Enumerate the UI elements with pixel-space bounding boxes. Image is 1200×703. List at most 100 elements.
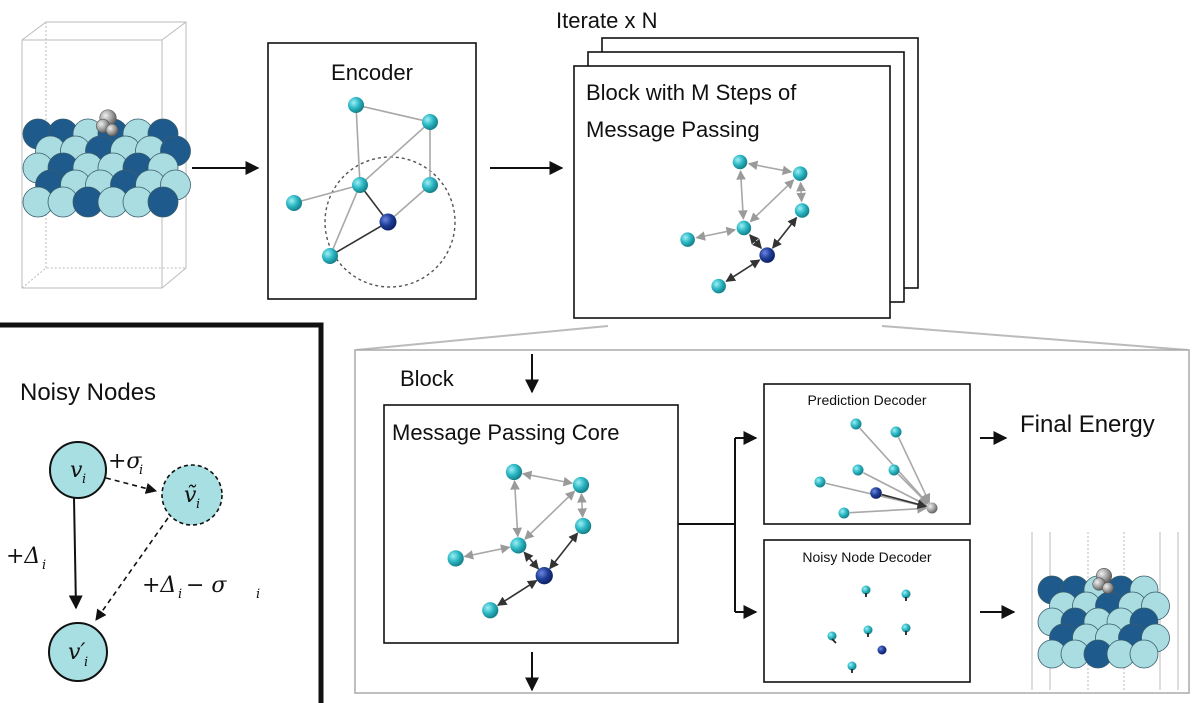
svg-text:− σ: − σ	[186, 573, 227, 598]
prediction-decoder-title: Prediction Decoder	[807, 392, 926, 408]
edge-v-to-vtilde	[105, 477, 158, 494]
graph-edge	[749, 179, 795, 223]
svg-text:+σ: +σ	[108, 449, 142, 474]
block-detail-panel: Block Message Passing Core Prediction De…	[354, 349, 1190, 694]
graph-node	[850, 418, 862, 430]
graph-edge	[463, 544, 511, 560]
graph-edge	[796, 181, 806, 203]
graph-node	[322, 248, 338, 264]
graph-node	[847, 661, 857, 671]
block-stack: Iterate x N Block with M Steps of Messag…	[556, 8, 919, 319]
graph-edge	[523, 551, 540, 570]
node-v: v i	[49, 441, 107, 499]
graph-node	[863, 625, 873, 635]
svg-text:i: i	[178, 587, 182, 602]
noisy-nodes-panel: Noisy Nodes v i ṽ i v′ i +σ i +Δ i	[0, 322, 324, 703]
graph-edge	[363, 190, 385, 217]
noisy-nodes-title: Noisy Nodes	[20, 379, 156, 406]
node-v-label: v	[70, 458, 83, 483]
edge-label-delta: +Δ i	[6, 544, 46, 573]
edge-label-delta-minus-sigma: +Δ i − σ i	[142, 573, 260, 602]
graph-node	[505, 463, 523, 481]
cutoff-radius-circle	[324, 156, 456, 288]
graph-node	[888, 464, 900, 476]
graph-node	[422, 177, 438, 193]
svg-text:i: i	[42, 558, 46, 573]
block-label: Block	[400, 366, 455, 391]
graph-edge	[335, 224, 383, 254]
graph-edge	[521, 470, 574, 487]
encoder-panel: Encoder	[267, 42, 477, 300]
noisy-node-decoder-box	[763, 539, 971, 683]
split-connector	[678, 438, 736, 612]
graph-node	[736, 220, 752, 236]
graph-edge	[577, 492, 587, 518]
graph-node-dark	[759, 247, 775, 263]
slab-atom	[1129, 639, 1159, 669]
graph-edge	[736, 170, 748, 220]
graph-node	[711, 278, 726, 294]
graph-edge	[331, 191, 359, 250]
block-title-line2: Message Passing	[586, 117, 760, 142]
graph-node	[575, 517, 592, 535]
graph-node-dark	[870, 487, 882, 499]
graph-edge	[549, 532, 579, 570]
graph-edge	[849, 504, 927, 514]
mp-core-graph	[447, 463, 592, 619]
graph-edge	[355, 111, 361, 179]
graph-node	[794, 203, 810, 218]
edge-vtilde-to-vprime	[95, 517, 169, 621]
svg-text:i: i	[139, 463, 143, 478]
node-vprime-sub: i	[84, 655, 88, 670]
graph-node-dark	[877, 645, 887, 655]
zoom-line-left	[355, 325, 609, 351]
graph-node	[352, 177, 368, 193]
graph-edge	[881, 493, 928, 509]
graph-node	[680, 232, 695, 247]
graph-node	[890, 426, 902, 438]
graph-node	[861, 585, 871, 595]
graph-node-dark	[535, 567, 553, 585]
encoder-graph	[286, 97, 438, 264]
node-vprime-label: v′	[68, 640, 85, 665]
output-slab	[1031, 532, 1179, 690]
node-vtilde-sub: i	[196, 497, 200, 512]
graph-node	[482, 602, 499, 619]
slab-atom	[147, 186, 179, 218]
node-vtilde-label: ṽ	[184, 483, 197, 508]
node-v-sub: i	[82, 472, 86, 487]
graph-node	[447, 550, 464, 567]
graph-node	[732, 154, 748, 170]
encoder-title: Encoder	[331, 60, 413, 85]
prediction-decoder-box	[763, 383, 971, 525]
slab-input	[21, 21, 191, 289]
graph-node	[852, 464, 864, 476]
slab-atoms	[22, 109, 191, 218]
prediction-graph	[814, 418, 938, 519]
edge-v-to-vprime	[68, 497, 83, 610]
mp-core-title: Message Passing Core	[392, 420, 619, 445]
graph-edge	[510, 480, 523, 538]
graph-node-gray	[926, 502, 938, 514]
graph-node	[838, 507, 850, 519]
graph-node	[901, 623, 911, 633]
graph-node	[901, 589, 911, 599]
noisy-node-decoder-title: Noisy Node Decoder	[802, 549, 932, 565]
edge-label-sigma: +σ i	[108, 449, 143, 478]
graph-node	[827, 631, 837, 641]
graph-edge	[772, 216, 798, 249]
iterate-label: Iterate x N	[556, 8, 657, 33]
graph-node	[510, 537, 527, 554]
graph-edge	[524, 490, 576, 540]
graph-edge	[749, 234, 762, 250]
graph-edge	[300, 186, 354, 202]
node-vprime: v′ i	[48, 622, 108, 682]
adsorbate-atom	[1102, 582, 1114, 594]
noisy-decoder-nodes	[827, 585, 911, 673]
graph-node	[792, 166, 808, 181]
graph-edge	[725, 259, 761, 282]
noisy-nodes-frame	[0, 322, 324, 703]
graph-edge	[497, 579, 538, 607]
